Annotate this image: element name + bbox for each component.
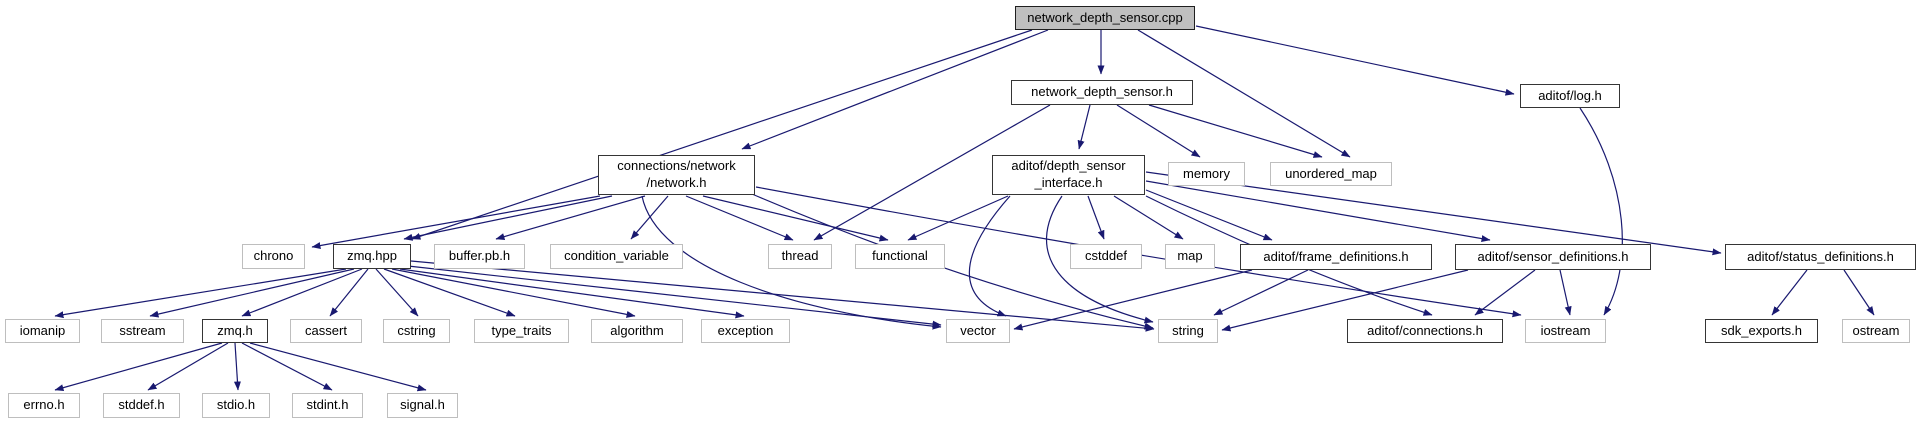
- edge-neth-vector: [641, 195, 942, 330]
- node-stdio: stdio.h: [202, 393, 270, 418]
- edge-neth-bufferpb: [495, 195, 646, 241]
- edge-framedef-string: [1213, 269, 1309, 316]
- node-cpp[interactable]: network_depth_sensor.cpp: [1015, 6, 1195, 30]
- edge-dsi-framedef: [1145, 189, 1273, 241]
- edge-zmqh-stdint: [241, 342, 333, 391]
- node-zmqh[interactable]: zmq.h: [202, 319, 268, 343]
- edge-neth-string: [751, 193, 1154, 330]
- node-iomanip: iomanip: [5, 319, 80, 343]
- node-framedef[interactable]: aditof/frame_definitions.h: [1240, 244, 1432, 270]
- node-umap: unordered_map: [1270, 162, 1392, 186]
- edge-zmqhpp-cstring: [375, 268, 419, 317]
- node-sensordef[interactable]: aditof/sensor_definitions.h: [1455, 244, 1651, 270]
- node-sdkexports[interactable]: sdk_exports.h: [1705, 319, 1818, 343]
- edge-dsi-functional: [907, 195, 1009, 241]
- edge-zmqhpp-exception: [399, 268, 745, 319]
- edge-sensordef-string: [1221, 269, 1469, 332]
- edge-zmqhpp-cassert: [329, 268, 369, 317]
- edge-statusdef-ostream: [1843, 269, 1875, 316]
- edge-dsi-sensordef: [1145, 180, 1491, 243]
- edge-cpp-zmqhpp: [411, 29, 1033, 240]
- node-statusdef[interactable]: aditof/status_definitions.h: [1725, 244, 1916, 270]
- edge-zmqh-stdio: [233, 342, 241, 391]
- node-log[interactable]: aditof/log.h: [1520, 84, 1620, 108]
- node-signal: signal.h: [387, 393, 458, 418]
- edge-ndsh-memory: [1116, 104, 1201, 158]
- edge-zmqhpp-zmqh: [241, 268, 363, 317]
- edge-framedef-vector: [1013, 269, 1253, 331]
- edge-neth-chrono: [311, 195, 601, 249]
- edge-cpp-log: [1195, 25, 1515, 96]
- node-errno: errno.h: [8, 393, 80, 418]
- edge-cpp-umap: [1137, 29, 1351, 158]
- node-functional: functional: [855, 244, 945, 269]
- edge-sensordef-iostream: [1559, 269, 1572, 316]
- edge-ndsh-umap: [1148, 104, 1323, 158]
- edge-zmqhpp-vector: [407, 265, 942, 328]
- node-cassert: cassert: [290, 319, 362, 343]
- edge-zmqhpp-algorithm: [391, 268, 636, 318]
- edge-zmqh-errno: [54, 342, 223, 392]
- node-stdint: stdint.h: [292, 393, 363, 418]
- edge-zmqhpp-typetraits: [383, 268, 516, 317]
- node-sstream: sstream: [101, 319, 184, 343]
- edge-zmqhpp-string: [410, 260, 1155, 332]
- edge-ndsh-dsi: [1077, 104, 1091, 150]
- node-map: map: [1165, 244, 1215, 269]
- node-iostream: iostream: [1525, 319, 1606, 343]
- edge-dsi-string: [1045, 195, 1154, 324]
- edge-neth-iostream: [755, 186, 1522, 318]
- node-connections[interactable]: aditof/connections.h: [1347, 319, 1503, 343]
- node-cstring: cstring: [383, 319, 450, 343]
- node-typetraits: type_traits: [474, 319, 569, 343]
- node-algorithm: algorithm: [591, 319, 683, 343]
- node-vector: vector: [946, 319, 1010, 343]
- edge-sensordef-connections: [1474, 269, 1536, 316]
- node-zmqhpp[interactable]: zmq.hpp: [333, 244, 411, 269]
- node-thread: thread: [768, 244, 832, 269]
- node-bufferpb: buffer.pb.h: [434, 244, 525, 269]
- edge-neth-condvar: [630, 195, 669, 240]
- edge-cpp-neth: [741, 29, 1049, 150]
- node-exception: exception: [701, 319, 790, 343]
- edge-zmqhpp-iomanip: [54, 268, 347, 319]
- node-condvar: condition_variable: [550, 244, 683, 269]
- edge-ndsh-thread: [813, 104, 1051, 241]
- node-stddef: stddef.h: [103, 393, 180, 418]
- edge-dsi-vector: [968, 195, 1011, 317]
- node-neth[interactable]: connections/network /network.h: [598, 155, 755, 195]
- node-dsi[interactable]: aditof/depth_sensor _interface.h: [992, 155, 1145, 195]
- edge-log-iostream: [1579, 107, 1623, 316]
- node-chrono: chrono: [242, 244, 305, 269]
- edge-statusdef-sdkexports: [1771, 269, 1808, 316]
- edge-dsi-map: [1113, 195, 1184, 240]
- edge-neth-thread: [685, 195, 794, 241]
- node-cstddef: cstddef: [1070, 244, 1142, 269]
- edge-zmqh-stddef: [147, 342, 229, 391]
- edge-neth-zmqhpp: [403, 195, 613, 241]
- node-string: string: [1158, 319, 1218, 343]
- edge-neth-functional: [702, 195, 889, 242]
- node-ostream: ostream: [1842, 319, 1910, 343]
- edge-zmqhpp-sstream: [149, 268, 355, 318]
- edge-zmqh-signal: [249, 342, 427, 392]
- node-memory: memory: [1168, 162, 1245, 186]
- edge-dsi-cstddef: [1087, 195, 1105, 240]
- node-ndsh[interactable]: network_depth_sensor.h: [1011, 80, 1193, 105]
